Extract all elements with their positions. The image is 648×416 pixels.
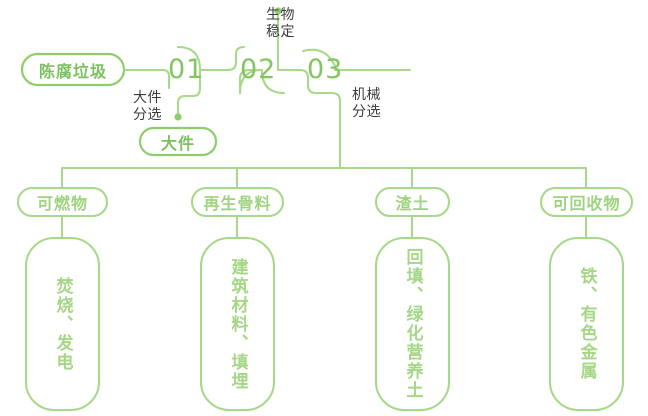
source-pill-label: 陈腐垃圾 bbox=[38, 63, 107, 81]
link-01-to-bulky bbox=[176, 68, 202, 119]
step-annotation-01: 大件 分选 bbox=[133, 89, 162, 122]
result-box-1-shape bbox=[24, 236, 101, 412]
result-box-4-shape bbox=[548, 236, 625, 412]
output-pill-label-4: 可回收物 bbox=[552, 196, 621, 213]
result-box-text-1: 焚烧、发电 bbox=[53, 276, 73, 372]
output-pill-label-1: 可燃物 bbox=[36, 196, 88, 213]
link-source-to-01 bbox=[122, 68, 171, 90]
bio-endpoint-dot bbox=[274, 7, 282, 15]
step-annotation-03: 机械 分选 bbox=[352, 86, 381, 119]
bulky-pill-label: 大件 bbox=[160, 135, 195, 153]
result-box-2-shape bbox=[199, 236, 276, 412]
result-box-text-2: 建筑材料、填埋 bbox=[228, 257, 248, 391]
output-pill-label-3: 渣土 bbox=[395, 196, 430, 213]
result-box-3-shape bbox=[374, 236, 451, 412]
link-03-to-bus bbox=[306, 83, 342, 170]
link-01-to-02 bbox=[198, 45, 246, 72]
node-03-arc-top bbox=[301, 48, 337, 72]
output-pill-label-2: 再生骨料 bbox=[203, 196, 272, 213]
result-box-text-4: 铁、有色金属 bbox=[577, 267, 597, 381]
step-number-01: 01 bbox=[168, 54, 205, 85]
step-number-02: 02 bbox=[240, 54, 277, 85]
step-annotation-02: 生物 稳定 bbox=[266, 6, 295, 39]
result-box-text-3: 回填、绿化营养土 bbox=[403, 248, 423, 400]
step-number-03: 03 bbox=[307, 54, 344, 85]
node-02-arc-upper bbox=[238, 68, 264, 95]
node-02-arc-bottom bbox=[260, 68, 286, 95]
bulky-endpoint-dot bbox=[174, 113, 182, 121]
link-02-to-03 bbox=[276, 68, 310, 87]
